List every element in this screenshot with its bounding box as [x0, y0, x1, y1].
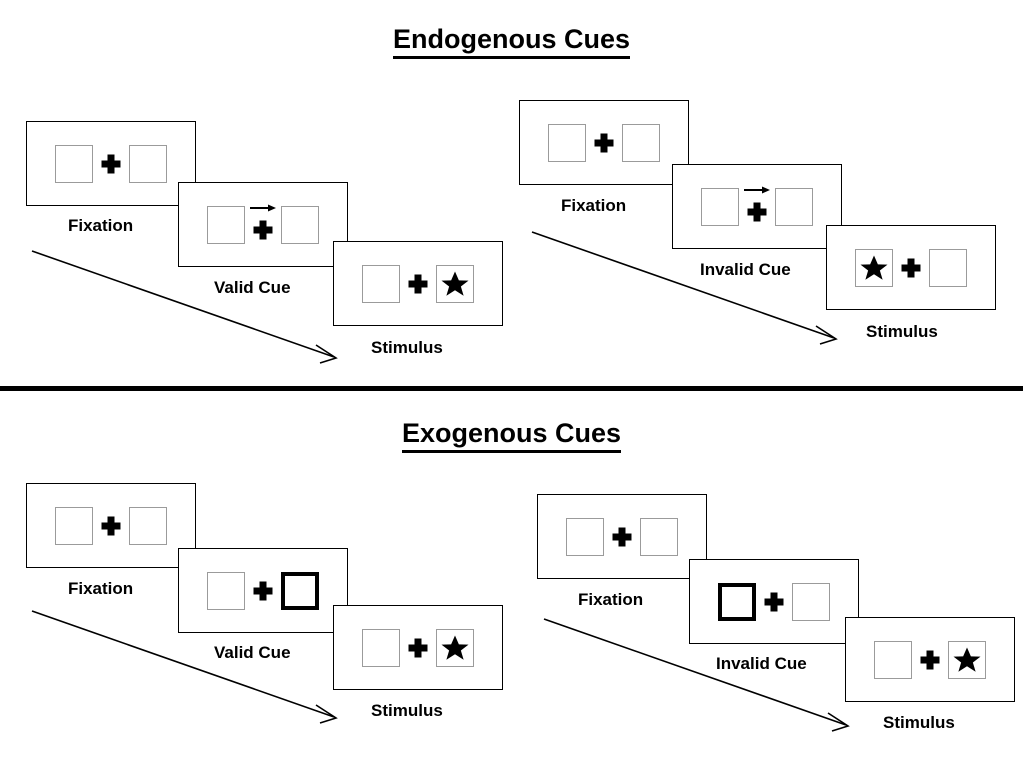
stage-label-stimulus: Stimulus: [371, 701, 443, 720]
placeholder-box-right[interactable]: [792, 582, 830, 621]
fixation-cross-icon: [245, 572, 281, 610]
trial-card-fixation[interactable]: [26, 483, 196, 568]
fixation-cross-icon: [93, 145, 129, 183]
time-arrow-endogenous-valid: [31, 250, 338, 364]
placeholder-box-left[interactable]: [362, 628, 400, 667]
stage-label-valid-cue: Valid Cue: [214, 643, 291, 662]
placeholder-box-right[interactable]: [281, 205, 319, 244]
stage-label-stimulus: Stimulus: [866, 322, 938, 341]
trial-card-stimulus[interactable]: [333, 241, 503, 326]
placeholder-box-left[interactable]: [207, 205, 245, 244]
placeholder-box-right[interactable]: [929, 248, 967, 287]
card-content: [207, 204, 319, 244]
fixation-cross-icon: [400, 629, 436, 667]
time-arrow-exogenous-invalid: [543, 618, 850, 732]
fixation-cross-icon: [912, 641, 948, 679]
placeholder-box-left[interactable]: [566, 517, 604, 556]
placeholder-box-right[interactable]: [948, 640, 986, 679]
card-content: [718, 582, 830, 621]
section-title-endogenous-text: Endogenous Cues: [392, 24, 630, 59]
stage-label-fixation: Fixation: [68, 579, 134, 598]
arrow-right-cue-icon: [250, 204, 276, 211]
star-target-icon: [441, 635, 469, 660]
placeholder-box-left[interactable]: [55, 144, 93, 183]
section-title-exogenous: Exogenous Cues: [0, 418, 1023, 453]
card-content: [362, 264, 474, 303]
fixation-cross-icon: [739, 186, 775, 226]
placeholder-box-right[interactable]: [622, 123, 660, 162]
placeholder-box-left[interactable]: [55, 506, 93, 545]
stage-label-valid-cue: Valid Cue: [214, 278, 291, 297]
trial-card-fixation[interactable]: [519, 100, 689, 185]
star-target-icon: [953, 647, 981, 672]
placeholder-box-right[interactable]: [129, 144, 167, 183]
fixation-cross-icon: [245, 204, 281, 244]
stage-label-stimulus: Stimulus: [371, 338, 443, 357]
fixation-cross-icon: [893, 249, 929, 287]
placeholder-box-right[interactable]: [775, 187, 813, 226]
placeholder-box-left[interactable]: [874, 640, 912, 679]
fixation-cross-icon: [756, 583, 792, 621]
card-content: [55, 144, 167, 183]
trial-card-invalid-cue[interactable]: [689, 559, 859, 644]
stage-label-fixation: Fixation: [578, 590, 644, 609]
section-title-endogenous: Endogenous Cues: [0, 24, 1023, 59]
fixation-cross-icon: [604, 518, 640, 556]
placeholder-box-right[interactable]: [436, 264, 474, 303]
trial-card-stimulus[interactable]: [826, 225, 996, 310]
placeholder-box-left[interactable]: [701, 187, 739, 226]
card-content: [855, 248, 967, 287]
placeholder-box-left[interactable]: [548, 123, 586, 162]
card-content: [701, 186, 813, 226]
trial-card-fixation[interactable]: [537, 494, 707, 579]
trial-card-valid-cue[interactable]: [178, 182, 348, 267]
stage-label-fixation: Fixation: [561, 196, 627, 215]
card-content: [55, 506, 167, 545]
card-content: [548, 123, 660, 162]
placeholder-box-left[interactable]: [855, 248, 893, 287]
star-target-icon: [441, 271, 469, 296]
star-target-icon: [860, 255, 888, 280]
card-content: [874, 640, 986, 679]
section-title-exogenous-text: Exogenous Cues: [401, 418, 622, 453]
stage-label-invalid-cue: Invalid Cue: [700, 260, 791, 279]
stage-label-stimulus: Stimulus: [883, 713, 955, 732]
trial-card-fixation[interactable]: [26, 121, 196, 206]
placeholder-box-right[interactable]: [640, 517, 678, 556]
time-arrow-exogenous-valid: [31, 610, 338, 724]
arrow-right-cue-icon: [744, 186, 770, 193]
trial-card-stimulus[interactable]: [333, 605, 503, 690]
placeholder-box-left-cued[interactable]: [718, 582, 756, 621]
fixation-cross-icon: [93, 507, 129, 545]
card-content: [362, 628, 474, 667]
time-arrow-endogenous-invalid: [531, 231, 838, 345]
stage-label-invalid-cue: Invalid Cue: [716, 654, 807, 673]
card-content: [207, 571, 319, 610]
placeholder-box-left[interactable]: [207, 571, 245, 610]
placeholder-box-left[interactable]: [362, 264, 400, 303]
trial-card-stimulus[interactable]: [845, 617, 1015, 702]
stage-label-fixation: Fixation: [68, 216, 134, 235]
trial-card-valid-cue[interactable]: [178, 548, 348, 633]
fixation-cross-icon: [586, 124, 622, 162]
card-content: [566, 517, 678, 556]
placeholder-box-right-cued[interactable]: [281, 571, 319, 610]
section-divider: [0, 386, 1023, 391]
trial-card-invalid-cue[interactable]: [672, 164, 842, 249]
fixation-cross-icon: [400, 265, 436, 303]
placeholder-box-right[interactable]: [436, 628, 474, 667]
placeholder-box-right[interactable]: [129, 506, 167, 545]
